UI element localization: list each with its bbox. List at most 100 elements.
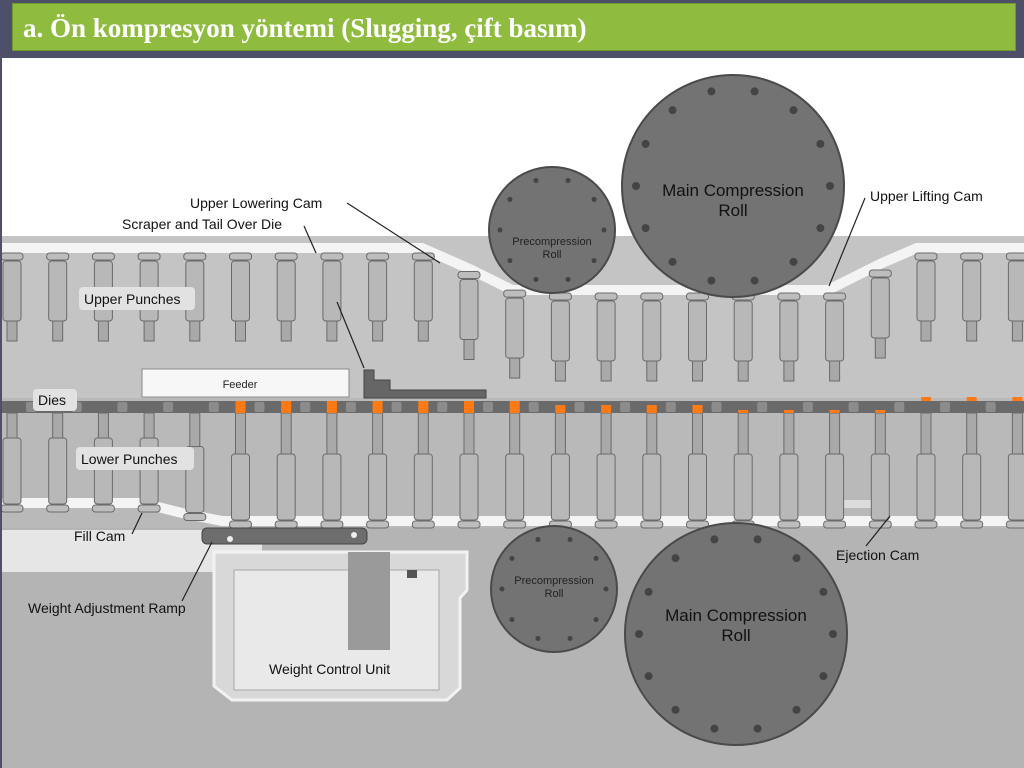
upper-punch-head	[960, 252, 984, 261]
roll-bolt	[509, 555, 515, 561]
lower-punch-head	[183, 513, 207, 522]
upper-punch-body	[916, 260, 936, 322]
upper-punch-tip	[417, 320, 429, 342]
die-bore	[620, 402, 631, 412]
upper-punch-tip	[463, 339, 475, 360]
die-powder	[326, 401, 337, 413]
upper-main-roll-label-1: Main Compression	[662, 181, 804, 200]
upper-punch-head	[2, 252, 24, 261]
feeder-label: Feeder	[223, 379, 258, 391]
roll-bolt	[816, 224, 825, 233]
ramp-pin-left	[227, 536, 233, 542]
lower-punch-head	[686, 520, 709, 529]
die-bore	[483, 402, 493, 412]
roll-bolt	[533, 178, 539, 184]
upper-punch-head	[366, 252, 390, 261]
die-bore	[940, 402, 950, 412]
upper-punch-tip	[143, 320, 155, 342]
lower-punch-head	[960, 520, 984, 529]
upper-precompression-label-2: Roll	[543, 249, 562, 261]
die-bore	[848, 402, 859, 412]
die-powder	[1012, 397, 1023, 401]
die-bore	[208, 402, 219, 412]
lower-punch-head	[503, 520, 527, 529]
upper-punch-tip	[97, 320, 109, 342]
upper-main-roll-label-2: Roll	[718, 201, 747, 220]
upper-punch-tip	[52, 320, 64, 342]
scraper	[363, 369, 487, 399]
lower-punch-head	[274, 520, 298, 529]
lower-main-compression-roll: Main Compression Roll	[624, 522, 848, 746]
lower-punch-body	[459, 453, 479, 521]
die-powder	[281, 401, 292, 413]
upper-punch-body	[413, 260, 433, 322]
upper-punches-label: Upper Punches	[84, 291, 181, 307]
upper-punch-body	[48, 260, 68, 322]
upper-main-compression-roll: Main Compression Roll	[621, 74, 845, 298]
upper-punch-body	[505, 297, 525, 359]
roll-bolt	[644, 587, 653, 596]
lower-punch-head	[2, 504, 24, 513]
upper-punch-head	[594, 292, 618, 301]
upper-punch-head	[46, 252, 70, 261]
roll-bolt	[668, 106, 677, 115]
upper-punches-tag	[79, 287, 195, 310]
roll-bolt	[533, 276, 539, 282]
die-powder	[555, 405, 566, 413]
lower-punch-tip	[829, 412, 841, 455]
lower-punch-head	[594, 520, 618, 529]
die-bore	[117, 402, 128, 412]
die-powder	[464, 401, 474, 413]
lower-punch-tip	[1011, 412, 1023, 455]
lower-punch-body	[962, 453, 982, 521]
upper-punch-head	[457, 271, 481, 279]
roll-bolt	[641, 224, 650, 233]
roll-bolt	[644, 672, 653, 681]
die-bore	[665, 402, 676, 412]
upper-cam-track	[2, 243, 1024, 295]
upper-punch-head	[137, 252, 161, 261]
weight-adjustment-ramp	[201, 527, 368, 545]
lower-precompression-roll: Precompression Roll	[490, 525, 618, 653]
roll-bolt	[499, 586, 505, 592]
roll-bolt	[535, 635, 541, 641]
lower-punch-tip	[646, 412, 658, 455]
dies-tag	[33, 389, 77, 411]
callout-lines	[131, 197, 891, 602]
upper-punch-head	[777, 292, 801, 301]
lower-punch-tip	[874, 412, 886, 455]
lower-punch-tip	[280, 412, 292, 455]
die-bore	[254, 402, 265, 412]
roll-bolt	[635, 630, 643, 638]
upper-punch-body	[596, 300, 616, 362]
upper-punch-body	[276, 260, 296, 322]
lower-punch-tip	[737, 412, 749, 455]
upper-punch-body	[368, 260, 388, 322]
lower-punch-body	[368, 453, 388, 521]
lower-punch-tip	[143, 412, 155, 439]
lower-punch-tip	[920, 412, 932, 455]
upper-punch-body	[322, 260, 342, 322]
upper-punch-tip	[372, 320, 384, 342]
lower-punch-head	[366, 520, 390, 529]
upper-punch-tip	[646, 360, 658, 382]
lower-precompression-label-2: Roll	[545, 588, 564, 600]
die-bore	[574, 402, 585, 412]
roll-bolt	[707, 87, 716, 96]
lower-punch-body	[733, 453, 753, 521]
upper-punch-tip	[6, 320, 18, 342]
upper-punch-head	[868, 269, 892, 278]
die-bore	[711, 402, 722, 412]
upper-punch-head	[503, 289, 527, 298]
upper-lifting-cam-label: Upper Lifting Cam	[870, 188, 983, 204]
lower-punch-head	[868, 520, 892, 529]
upper-punch-body	[642, 300, 662, 362]
upper-punch-head	[320, 252, 344, 261]
roll-bolt	[591, 196, 597, 202]
slide-title: a. Ön kompresyon yöntemi (Slugging, çift…	[23, 13, 587, 43]
lower-punch-head	[1005, 520, 1024, 529]
upper-punch-head	[686, 292, 709, 301]
upper-punch-head	[640, 292, 664, 301]
upper-punch-body	[870, 277, 890, 339]
roll-bolt	[792, 554, 801, 563]
